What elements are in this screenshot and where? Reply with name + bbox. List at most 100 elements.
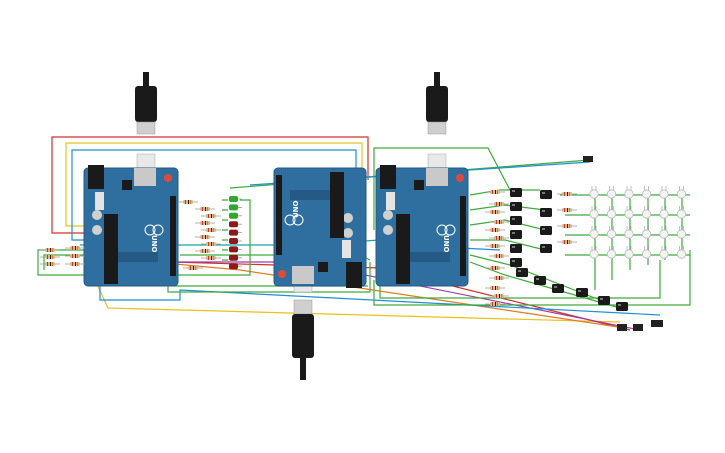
resistor xyxy=(485,244,505,248)
resistor xyxy=(557,192,577,196)
resistor xyxy=(183,266,203,270)
matrix-led xyxy=(641,226,652,239)
matrix-led xyxy=(606,186,617,199)
transistor xyxy=(540,190,552,199)
board-label-middle: UNO xyxy=(292,200,300,218)
resistor xyxy=(489,276,509,280)
wire-matrix-rows xyxy=(560,194,690,256)
wire-right-bundle-2 xyxy=(469,204,546,211)
led-green xyxy=(229,212,242,219)
transistor xyxy=(598,296,610,305)
resistor xyxy=(489,294,509,298)
matrix-led xyxy=(624,226,634,239)
matrix-led xyxy=(659,246,669,259)
matrix-led xyxy=(641,186,652,199)
header-connectors-bottom xyxy=(617,320,663,331)
resistor xyxy=(485,302,505,306)
resistor xyxy=(40,262,60,266)
wire-green-bottom-3 xyxy=(373,250,691,306)
wire-led-return xyxy=(170,199,251,276)
resistor xyxy=(489,236,509,240)
transistor xyxy=(510,230,522,239)
led-green xyxy=(229,204,242,211)
transistor xyxy=(534,276,546,285)
transistor xyxy=(616,302,628,311)
resistor xyxy=(485,266,505,270)
matrix-led xyxy=(589,186,599,199)
matrix-led xyxy=(589,226,599,239)
resistor xyxy=(485,210,505,214)
transistor xyxy=(510,244,522,253)
matrix-led xyxy=(624,186,634,199)
resistors-far-left xyxy=(40,246,85,266)
wire-green-bottom-4 xyxy=(379,260,661,299)
transistor-array xyxy=(510,188,628,311)
resistor xyxy=(489,254,509,258)
resistor xyxy=(485,286,505,290)
wire-right-bundle-4 xyxy=(470,239,546,251)
resistor xyxy=(65,246,85,250)
usb-plug-left xyxy=(135,72,157,177)
header-connector-top xyxy=(583,156,593,162)
led-green xyxy=(229,196,242,202)
resistor xyxy=(557,224,577,228)
matrix-led xyxy=(676,246,687,259)
led-red xyxy=(229,221,242,228)
arduino-uno-middle: UNO xyxy=(273,167,367,288)
wire-led-links xyxy=(222,199,228,261)
matrix-led xyxy=(676,206,687,219)
transistor xyxy=(510,202,522,211)
wire-blue-long xyxy=(99,285,661,316)
wire-green-top-right xyxy=(373,147,511,230)
resistor xyxy=(201,242,221,246)
matrix-led xyxy=(589,246,599,259)
led-red xyxy=(229,263,242,270)
resistors-right-board xyxy=(485,190,577,306)
led-red xyxy=(229,238,242,244)
resistor xyxy=(489,202,509,206)
led-red xyxy=(229,229,242,236)
resistor xyxy=(201,214,221,218)
matrix-led xyxy=(641,206,652,219)
resistor xyxy=(201,228,221,232)
matrix-led xyxy=(606,246,617,259)
wire-matrix-cols xyxy=(594,190,683,290)
board-label-right: UNO xyxy=(442,235,450,253)
transistor xyxy=(552,284,564,293)
transistor xyxy=(510,216,522,225)
matrix-led xyxy=(659,186,669,199)
arduino-uno-left: UNO xyxy=(83,165,179,287)
board-label-left: UNO xyxy=(150,235,158,253)
matrix-led xyxy=(606,206,617,219)
resistor xyxy=(40,248,60,252)
wire-orange-diag xyxy=(109,257,626,329)
resistor xyxy=(485,190,505,194)
resistor xyxy=(195,207,215,211)
matrix-led xyxy=(606,226,617,239)
wire-green-left xyxy=(37,249,110,276)
resistor xyxy=(557,240,577,244)
resistor xyxy=(557,208,577,212)
resistor xyxy=(489,220,509,224)
resistor xyxy=(195,221,215,225)
transistor xyxy=(510,188,522,197)
led-matrix xyxy=(589,186,687,259)
matrix-led xyxy=(589,206,599,219)
transistor xyxy=(510,258,522,267)
resistor xyxy=(178,200,198,204)
transistor xyxy=(576,288,588,297)
transistor xyxy=(540,208,552,217)
resistor xyxy=(201,256,221,260)
wire-red-top xyxy=(51,136,369,234)
transistor xyxy=(516,268,528,277)
matrix-led xyxy=(641,246,652,259)
transistor xyxy=(540,244,552,253)
transistor xyxy=(540,226,552,235)
led-column xyxy=(229,196,242,270)
usb-plug-right xyxy=(426,72,448,177)
matrix-led xyxy=(624,206,634,219)
matrix-led xyxy=(659,206,669,219)
resistor xyxy=(195,249,215,253)
wire-yellow-top xyxy=(65,142,363,227)
